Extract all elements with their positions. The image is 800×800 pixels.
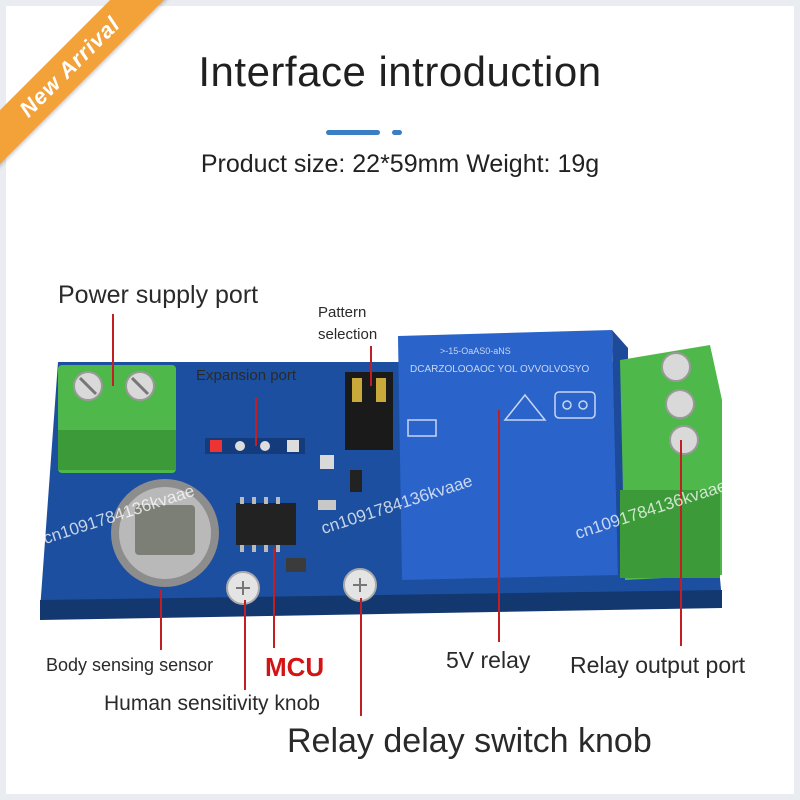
pointer-line-mcu: [273, 548, 275, 648]
title-underline-dot: [392, 130, 402, 135]
pointer-line-sensitivity: [244, 600, 246, 690]
relay-text-line2: DCARZOLOOAOC YOL OVVOLVOSYO: [410, 364, 590, 375]
label-body-sensing-sensor: Body sensing sensor: [46, 655, 214, 675]
label-5v-relay: 5V relay: [446, 647, 531, 673]
label-relay-output-port: Relay output port: [570, 652, 746, 678]
label-power-supply-port: Power supply port: [58, 281, 259, 309]
ribbon-label: New Arrival: [0, 0, 172, 169]
pir-sensor: [111, 479, 219, 587]
label-pattern-selection: Pattern selection: [318, 304, 378, 343]
pointer-line-pattern: [370, 346, 372, 386]
new-arrival-ribbon: New Arrival: [0, 0, 190, 190]
power-terminal-block: [58, 365, 176, 473]
pointer-line-expansion: [255, 398, 257, 446]
sensitivity-knob: [226, 571, 260, 605]
mcu-chip: [236, 497, 296, 552]
relay-text-line1: >-15-OaAS0-aNS: [440, 346, 511, 356]
pointer-line-delay: [360, 598, 362, 716]
page-title: Interface introduction: [198, 48, 602, 95]
output-terminal-block: [620, 345, 722, 580]
product-size-weight: Product size: 22*59mm Weight: 19g: [200, 150, 600, 178]
label-relay-delay-switch-knob: Relay delay switch knob: [287, 722, 652, 760]
pcb-edge: [40, 590, 722, 620]
relay-5v: >-15-OaAS0-aNS DCARZOLOOAOC YOL OVVOLVOS…: [398, 330, 628, 580]
pointer-line-output: [680, 440, 682, 646]
label-expansion-port: Expansion port: [196, 367, 297, 384]
title-underline: [326, 130, 380, 135]
label-human-sensitivity-knob: Human sensitivity knob: [104, 692, 320, 715]
pointer-line-relay: [498, 410, 500, 642]
pointer-line-body: [160, 590, 162, 650]
expansion-header: [205, 438, 305, 454]
pattern-jumper: [345, 372, 393, 450]
label-mcu: MCU: [265, 652, 325, 682]
delay-knob: [343, 568, 377, 602]
pointer-line-power: [112, 314, 114, 386]
